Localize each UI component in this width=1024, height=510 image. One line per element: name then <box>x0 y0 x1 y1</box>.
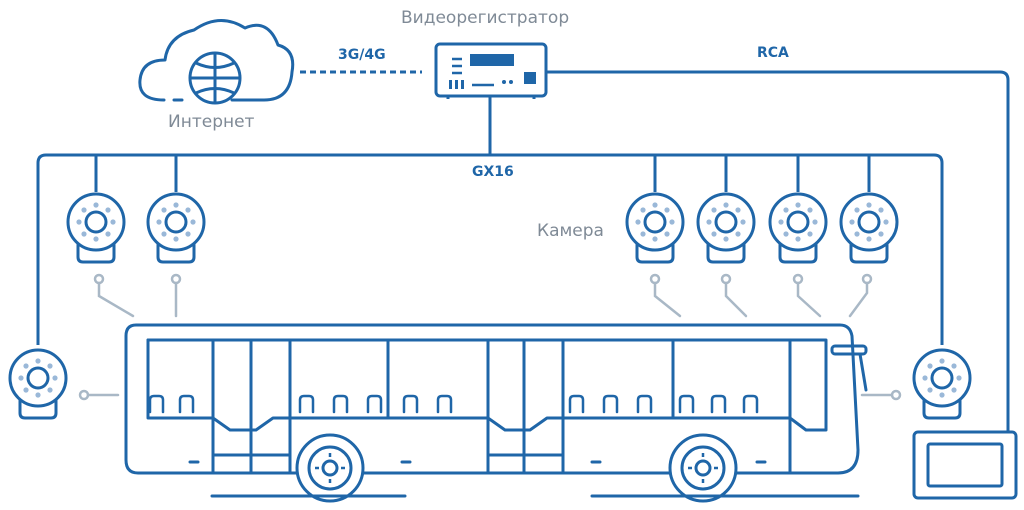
camera-icon <box>912 348 972 420</box>
dvr-label: Видеорегистратор <box>401 8 570 28</box>
bus-wheel-front-icon <box>295 433 365 503</box>
rca-label: RCA <box>757 45 789 61</box>
camera-icon <box>8 348 68 420</box>
gx16-line <box>36 96 944 345</box>
camera-connectors <box>78 273 902 401</box>
camera-label: Камера <box>537 221 604 241</box>
camera-icon <box>146 192 206 264</box>
internet-label: Интернет <box>168 112 255 132</box>
bus-icon <box>124 323 868 475</box>
bus-wheel-rear-icon <box>668 433 738 503</box>
rca-line <box>547 70 1010 432</box>
camera-icon <box>768 192 828 264</box>
camera-icon <box>625 192 685 264</box>
globe-icon <box>188 51 242 105</box>
camera-icon <box>66 192 126 264</box>
dvr-icon <box>434 42 548 99</box>
camera-icon <box>839 192 899 264</box>
link-3g4g-label: 3G/4G <box>338 47 386 63</box>
camera-icon <box>696 192 756 264</box>
monitor-icon <box>912 430 1018 500</box>
gx16-label: GX16 <box>472 164 514 180</box>
cloud-icon <box>138 19 295 102</box>
